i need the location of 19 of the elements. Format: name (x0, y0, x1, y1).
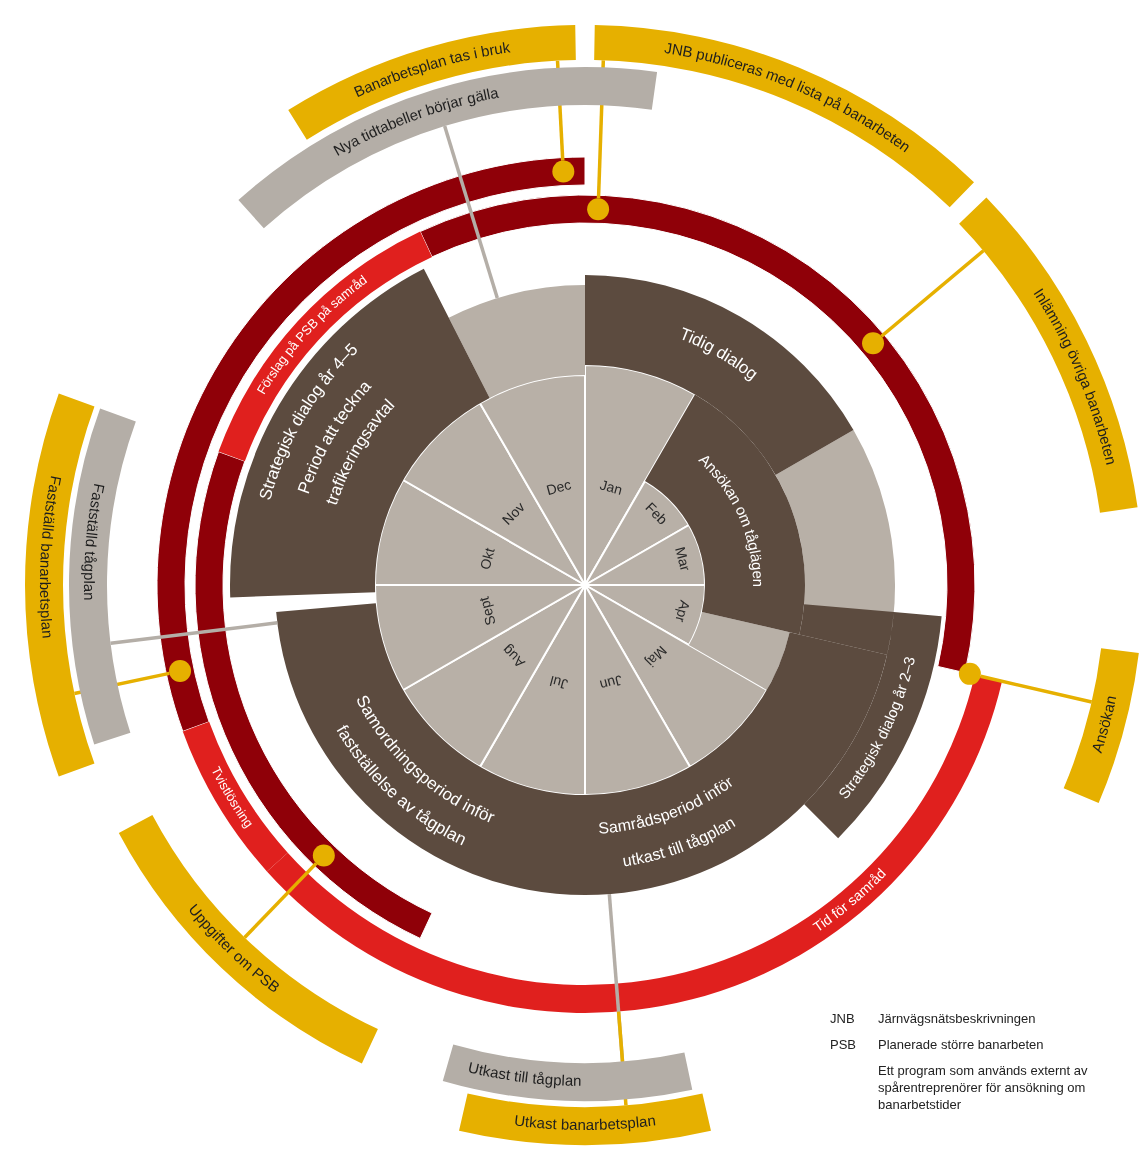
definition-text: Ett program som används externt av spårentreprenörer för ansökning om banarbetstider (878, 1062, 1089, 1113)
leader-line (110, 621, 278, 645)
leader-line (880, 249, 985, 338)
abbreviation: PSB (830, 1036, 857, 1053)
marker-dot (958, 662, 981, 685)
marker-dot (587, 198, 610, 221)
leader-line (243, 862, 318, 939)
marker-dot (169, 660, 192, 683)
wheel-segment (448, 285, 585, 398)
marker-dot (552, 160, 575, 183)
definition-text: Järnvägsnätsbeskrivningen (878, 1010, 1037, 1027)
marker-dot (312, 844, 335, 867)
leader-line (980, 674, 1093, 704)
leader-line (443, 125, 499, 299)
callout-banner: Utkast banarbetsplan (459, 1093, 711, 1145)
callout-banner: Utkast till tågplan (442, 1044, 693, 1101)
marker-dot (862, 332, 885, 355)
definition-text: Planerade större banarbeten (878, 1036, 1045, 1053)
abbreviation: JNB (830, 1010, 856, 1027)
